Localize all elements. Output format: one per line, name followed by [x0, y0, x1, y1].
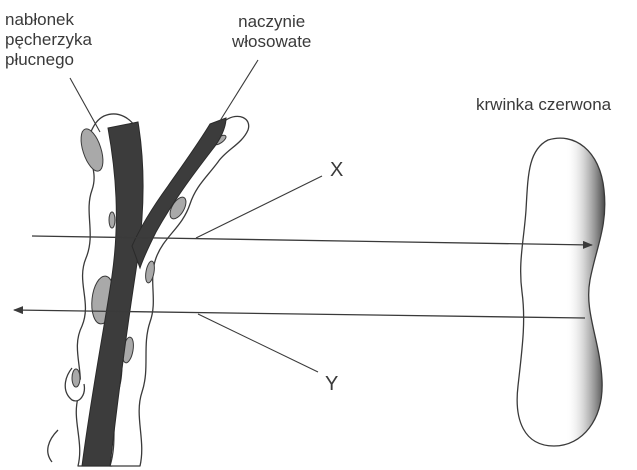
- leader-capillary: [218, 60, 258, 124]
- alveolar-label-line-2: pęcherzyka: [5, 30, 92, 50]
- capillary-label: naczynie włosowate: [232, 12, 311, 52]
- alveolar-epithelium-label: nabłonek pęcherzyka płucnego: [5, 10, 92, 70]
- capillary-label-line-2: włosowate: [232, 32, 311, 52]
- leader-y: [198, 314, 318, 372]
- y-label: Y: [325, 374, 338, 394]
- x-label: X: [330, 160, 343, 180]
- red-blood-cell-label: krwinka czerwona: [476, 95, 611, 115]
- alveolar-label-line-1: nabłonek: [5, 10, 92, 30]
- leader-alveolar: [70, 78, 100, 132]
- capillary-label-line-1: naczynie: [232, 12, 311, 32]
- leader-x: [196, 176, 322, 238]
- alveolar-epithelium: [48, 114, 249, 466]
- alveolar-label-line-3: płucnego: [5, 50, 92, 70]
- red-blood-cell: [517, 138, 605, 446]
